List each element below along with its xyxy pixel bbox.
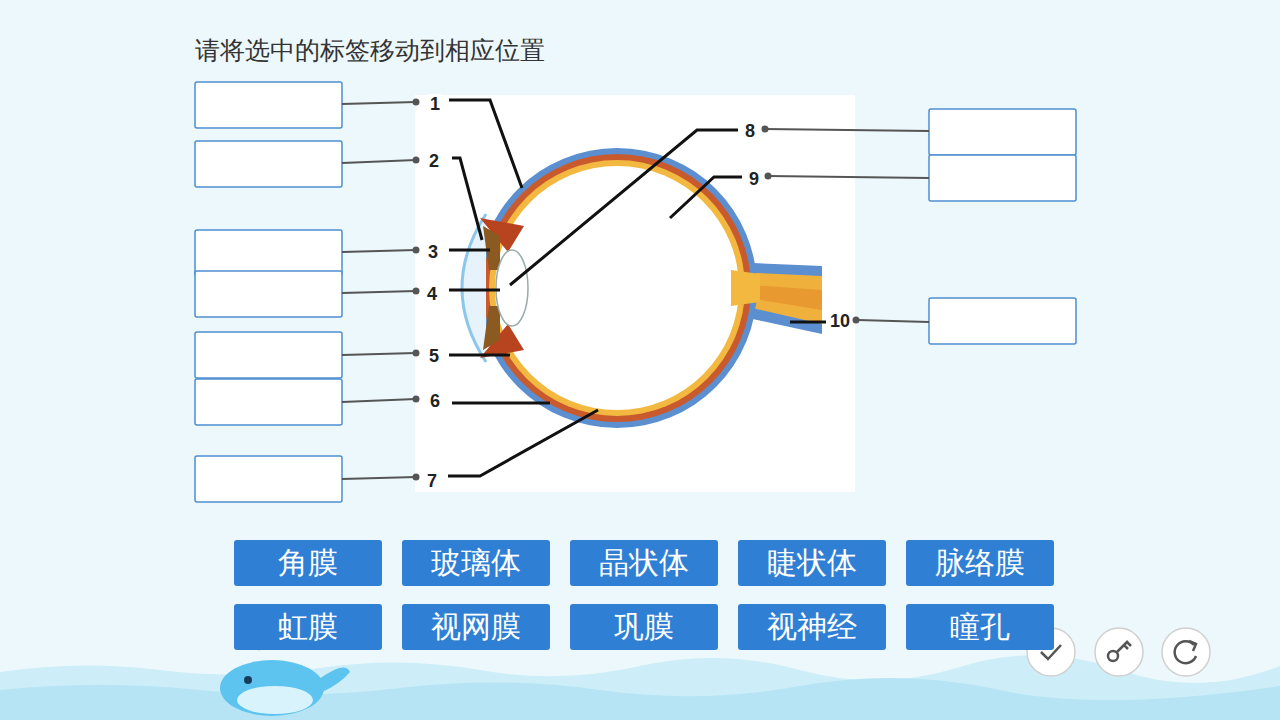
button-text: 脉络膜 [935, 546, 1025, 580]
eye-illustration [462, 148, 822, 428]
control-button [1027, 628, 1210, 676]
label-button: 脉络膜 [906, 540, 1054, 586]
wave [0, 678, 1280, 720]
label-button: 虹膜 [234, 604, 382, 650]
callout-number: 7 [426, 471, 438, 491]
button-text: 视神经 [767, 610, 857, 644]
label-button: 角膜 [234, 540, 382, 586]
button-text: 瞳孔 [950, 610, 1010, 644]
callout-number: 8 [744, 121, 756, 141]
label-button: 视网膜 [402, 604, 550, 650]
picture-ground [415, 95, 855, 492]
callout-number: 3 [427, 242, 439, 262]
button-text: 睫状体 [767, 546, 857, 580]
button-text: 玻璃体 [431, 546, 521, 580]
button-text: 视网膜 [431, 610, 521, 644]
callout-number: 4 [426, 284, 438, 304]
label-button: 巩膜 [570, 604, 718, 650]
callout-number: 6 [429, 391, 441, 411]
label-button: 瞳孔 [906, 604, 1054, 650]
button-text: 角膜 [278, 546, 338, 580]
label-button: 视神经 [738, 604, 886, 650]
answer-box [195, 82, 1076, 502]
button-text: 巩膜 [614, 610, 674, 644]
button-text: 虹膜 [278, 610, 338, 644]
label-button: 玻璃体 [402, 540, 550, 586]
callout-number: 2 [428, 151, 440, 171]
page-title: 请将选中的标签移动到相应位置 [195, 34, 545, 67]
callout-number: 10 [829, 311, 851, 331]
leader-dot [413, 99, 860, 481]
pointer-line [448, 100, 826, 476]
callout-number: 9 [748, 169, 760, 189]
label-button: 晶状体 [570, 540, 718, 586]
button-text: 晶状体 [599, 546, 689, 580]
callout-number: 1 [429, 94, 441, 114]
callout-number: 5 [428, 346, 440, 366]
wave [0, 655, 1280, 720]
leader-line [342, 102, 929, 479]
label-button: 睫状体 [738, 540, 886, 586]
